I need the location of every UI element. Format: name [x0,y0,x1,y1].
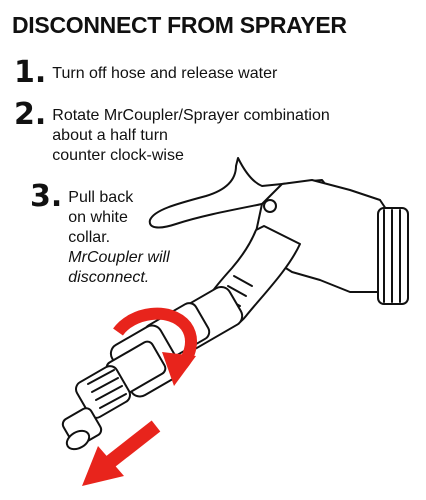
step-number: 2. [14,97,47,132]
step-line: collar. [68,229,111,246]
step-line: Pull back [68,189,134,206]
step-1: 1. Turn off hose and release water [14,58,277,88]
step-text: Rotate MrCoupler/Sprayer combination abo… [52,100,329,166]
step-line: Rotate MrCoupler/Sprayer combination [52,107,330,124]
step-text: Pull back on white collar. MrCoupler wil… [68,182,169,288]
step-text: Turn off hose and release water [52,58,277,84]
step-line: Turn off hose and release water [52,65,278,82]
step-number: 3. [30,179,63,214]
step-number: 1. [14,55,47,90]
step-line: counter clock-wise [52,147,184,164]
step-note: MrCoupler will [68,249,170,266]
step-note: disconnect. [68,269,150,286]
step-line: on white [68,209,128,226]
step-3: 3. Pull back on white collar. MrCoupler … [30,182,170,288]
step-line: about a half turn [52,127,168,144]
step-2: 2. Rotate MrCoupler/Sprayer combination … [14,100,330,166]
page-title: DISCONNECT FROM SPRAYER [12,12,347,38]
